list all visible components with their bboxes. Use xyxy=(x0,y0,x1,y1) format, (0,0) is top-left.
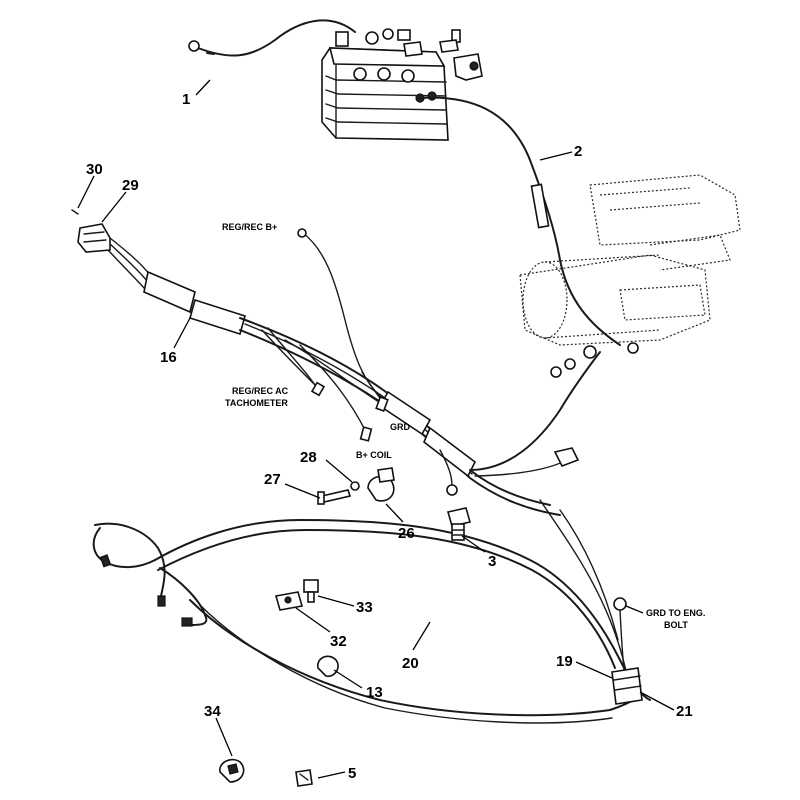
label-reg-rec-ac: REG/REC AC xyxy=(232,386,289,396)
wire-labels: REG/REC B+ REG/REC AC TACHOMETER GRD B+ … xyxy=(222,222,705,630)
harness-16 xyxy=(71,209,601,516)
label-grd-to-eng-2: BOLT xyxy=(664,620,688,630)
label-grd: GRD xyxy=(390,422,411,432)
part-5-clip xyxy=(295,769,313,787)
wire-2 xyxy=(419,96,639,354)
battery xyxy=(321,47,449,141)
leader-2 xyxy=(539,151,573,161)
leader-34 xyxy=(215,717,233,757)
leader-33 xyxy=(317,595,355,607)
engine-phantom-outline xyxy=(519,174,741,346)
part-26-clamp xyxy=(367,467,395,502)
leader-lines xyxy=(77,79,675,779)
leader-16 xyxy=(173,317,191,349)
callout-33: 33 xyxy=(356,599,373,616)
callout-34: 34 xyxy=(204,703,221,720)
leader-5 xyxy=(317,771,346,779)
callout-29: 29 xyxy=(122,177,139,194)
callout-16: 16 xyxy=(160,349,177,366)
leader-26 xyxy=(385,503,404,523)
leader-1 xyxy=(195,79,211,96)
callout-27: 27 xyxy=(264,471,281,488)
leader-32 xyxy=(295,607,331,633)
callout-28: 28 xyxy=(300,449,317,466)
callout-13: 13 xyxy=(366,684,383,701)
callout-1: 1 xyxy=(182,91,190,108)
callout-5: 5 xyxy=(348,765,356,782)
battery-hardware xyxy=(335,28,483,81)
label-reg-rec-b-plus: REG/REC B+ xyxy=(222,222,277,232)
part-33-screw xyxy=(303,579,319,603)
leader-28 xyxy=(325,459,353,483)
label-tachometer: TACHOMETER xyxy=(225,398,288,408)
part-27-screw xyxy=(317,489,352,505)
part-32-bracket xyxy=(274,591,304,611)
callout-21: 21 xyxy=(676,703,693,720)
callout-2: 2 xyxy=(574,143,582,160)
leader-30 xyxy=(77,175,95,209)
callout-19: 19 xyxy=(556,653,573,670)
leader-20 xyxy=(412,621,431,651)
part-34-clip xyxy=(219,758,245,783)
leader-21 xyxy=(639,691,675,711)
wire-1 xyxy=(188,19,356,57)
label-b-plus-coil: B+ COIL xyxy=(356,450,392,460)
leader-29 xyxy=(101,191,127,223)
callout-20: 20 xyxy=(402,655,419,672)
leader-19 xyxy=(575,661,613,679)
part-28-washer xyxy=(350,481,360,491)
callout-26: 26 xyxy=(398,525,415,542)
leader-13 xyxy=(333,669,363,689)
part-3-sensor xyxy=(446,507,472,541)
leader-grd-to-eng xyxy=(625,605,644,614)
callout-numbers: 1 2 3 5 13 16 19 20 21 26 27 28 29 30 32… xyxy=(86,91,693,782)
label-grd-to-eng-1: GRD TO ENG. xyxy=(646,608,705,618)
callout-32: 32 xyxy=(330,633,347,650)
callout-30: 30 xyxy=(86,161,103,178)
leader-3 xyxy=(461,535,486,553)
part-13-grommet xyxy=(317,655,339,678)
callout-3: 3 xyxy=(488,553,496,570)
leader-27 xyxy=(284,483,321,499)
harness-20 xyxy=(92,499,651,724)
